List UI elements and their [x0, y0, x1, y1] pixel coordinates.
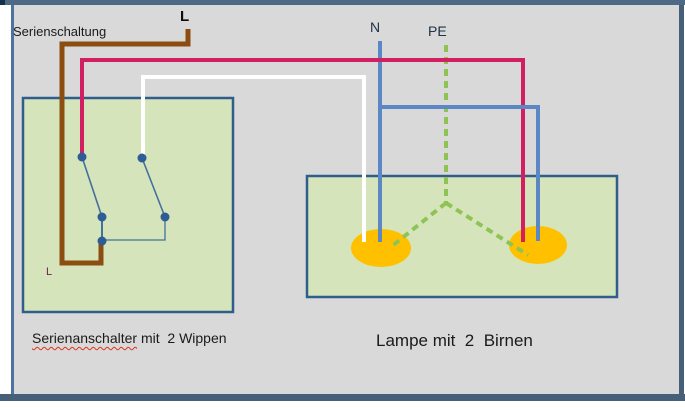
frame-corner-handle — [0, 0, 5, 5]
caption-switch-word: Serienanschalter — [32, 330, 138, 346]
terminal-white — [137, 153, 147, 163]
wire-switched-white — [141, 75, 366, 242]
frame-left-border — [11, 5, 14, 401]
terminal-lever2-lower — [160, 212, 170, 222]
switch-conn-bridge — [103, 217, 166, 241]
label-neutral-n: N — [370, 19, 381, 35]
switch-lever-1 — [81, 156, 103, 218]
caption-lamp: Lampe mit 2 Birnen — [376, 331, 533, 350]
wire-switched-crimson — [80, 58, 525, 242]
label-phase-l: L — [180, 8, 190, 25]
terminal-phase-in — [97, 236, 107, 246]
wire-pe-branch-right — [444, 201, 530, 257]
terminal-lever1-lower — [97, 212, 107, 222]
label-protective-earth: PE — [428, 23, 447, 39]
terminal-crimson — [77, 152, 87, 162]
wire-neutral-branch — [380, 105, 540, 241]
switch-box — [21, 96, 235, 314]
diagram-title: Serienschaltung — [13, 24, 107, 39]
label-phase-at-switch: L — [46, 266, 53, 278]
frame-right-border — [679, 5, 684, 401]
lamp-box — [305, 174, 619, 299]
wire-phase-l — [59, 29, 191, 266]
caption-switch-rest: mit 2 Wippen — [137, 330, 227, 346]
switch-lever-2 — [141, 157, 166, 218]
caption-switch: Serienanschalter mit 2 Wippen — [32, 330, 227, 346]
frame-bottom-border — [0, 394, 685, 401]
frame-top-border — [0, 0, 685, 5]
